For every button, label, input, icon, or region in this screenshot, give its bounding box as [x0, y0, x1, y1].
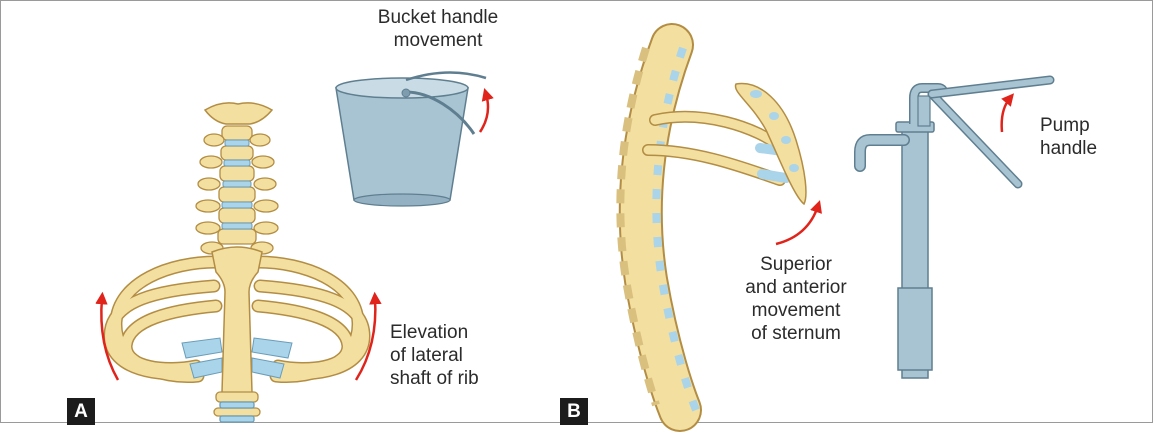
thoracic-spine-front: [196, 103, 278, 254]
lumbar-vertebrae: [214, 392, 260, 422]
vertebral-column-lateral: [620, 45, 696, 410]
water-pump: [860, 88, 944, 378]
bucket-handle-label: Bucket handle movement: [368, 6, 508, 52]
bucket-arrow: [480, 94, 488, 132]
panel-label-a: A: [67, 398, 95, 425]
sternum-arrow: [776, 206, 818, 244]
pump-handle: [932, 80, 1050, 184]
pump-arrow: [1002, 98, 1010, 132]
bucket: [336, 72, 486, 206]
sternum-movement-label: Superior and anterior movement of sternu…: [726, 253, 866, 345]
pump-handle-label: Pump handle: [1040, 114, 1120, 160]
panel-label-b: B: [560, 398, 588, 425]
sternum: [212, 247, 262, 402]
elevation-label: Elevation of lateral shaft of rib: [390, 321, 520, 390]
